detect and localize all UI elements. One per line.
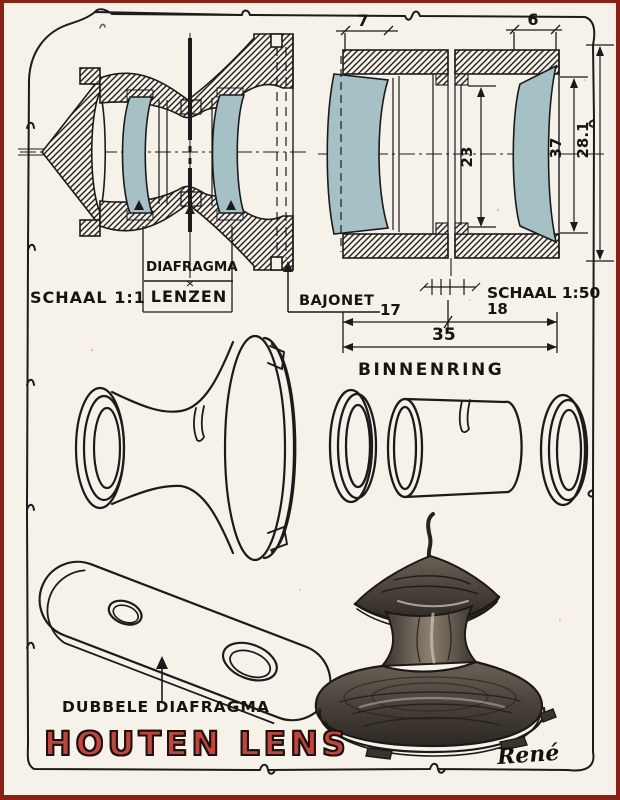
cross-section-1-50	[318, 24, 614, 353]
drawing-title: HOUTEN LENS	[43, 723, 350, 764]
cross-section-1-1	[18, 33, 306, 313]
lenzen-label: LENZEN	[150, 287, 228, 306]
bajonet-label: BAJONET	[299, 293, 375, 309]
artist-signature: René	[496, 739, 561, 771]
scale-1-1-label: SCHAAL 1:1	[30, 288, 146, 307]
bajonet-leader	[283, 261, 380, 313]
dim-23: 23	[458, 146, 476, 168]
scale-1-50-label: SCHAAL 1:50	[487, 284, 601, 302]
lens-body-sketch	[74, 334, 297, 562]
dim-37: 37	[547, 137, 565, 159]
dim-6: 6	[527, 10, 539, 29]
inner-ring-sketch	[328, 388, 589, 507]
dim-18: 18	[487, 300, 508, 318]
dubbele-diafragma-label: DUBBELE DIAFRAGMA	[62, 698, 270, 716]
dim-28-1: 28.1	[574, 121, 592, 159]
dim-17: 17	[380, 301, 401, 319]
dim-35: 35	[432, 325, 456, 345]
binnenring-label: BINNENRING	[358, 360, 505, 380]
diaphragm-slider-sketch	[38, 560, 332, 725]
dim-7: 7	[357, 11, 369, 30]
wooden-lens-rendering	[314, 512, 557, 760]
hand-drawn-border	[26, 8, 596, 775]
diafragma-label: DIAFRAGMA	[146, 259, 238, 275]
